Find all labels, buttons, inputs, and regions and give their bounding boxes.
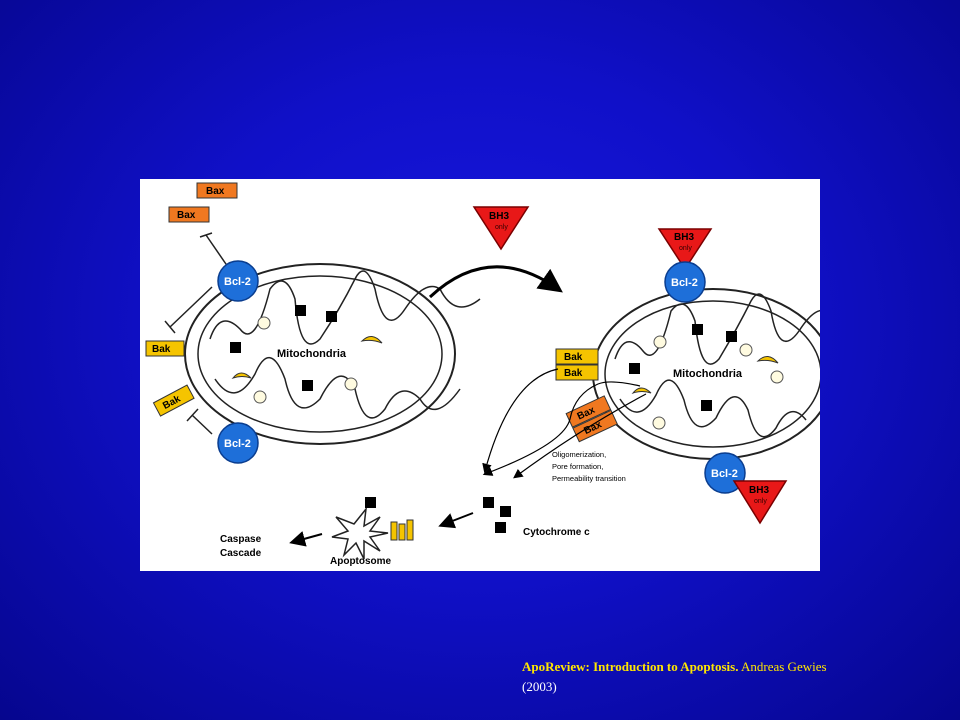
left-mito-label: Mitochondria xyxy=(277,348,347,360)
citation-year: (2003) xyxy=(522,679,557,694)
cytochrome-square xyxy=(483,497,494,508)
cytochrome-square xyxy=(692,324,703,335)
release-arrow xyxy=(482,368,559,474)
right-bh3-top: BH3 only xyxy=(657,228,713,271)
cytochrome-to-apoptosome-arrow xyxy=(438,512,474,529)
crescent-shape xyxy=(231,372,252,380)
bcl2-label: Bcl-2 xyxy=(224,438,251,450)
caspase-label-line: Caspase xyxy=(220,534,262,545)
right-bh3-bottom: BH3 only xyxy=(732,480,788,525)
left-bcl2-bottom: Bcl-2 xyxy=(217,422,259,464)
citation: ApoReview: Introduction to Apoptosis. An… xyxy=(522,657,912,697)
left-bax-group: Bax Bax xyxy=(168,182,238,223)
crescent-shape xyxy=(756,356,779,364)
left-bcl2-top: Bcl-2 xyxy=(217,260,259,302)
caspase-label-line: Cascade xyxy=(220,548,262,559)
cytochrome-square xyxy=(295,305,306,316)
pore-circle xyxy=(652,416,666,430)
bak-label: Bak xyxy=(152,344,171,355)
cytochrome-square xyxy=(500,506,511,517)
bax-protein xyxy=(168,206,210,223)
pore-circle xyxy=(344,377,358,391)
cytochrome-square xyxy=(495,522,506,533)
cytochrome-square xyxy=(302,380,313,391)
bh3-label: BH3 xyxy=(749,485,769,496)
left-bak-2: Bak xyxy=(152,384,195,417)
crescent-shape xyxy=(631,387,652,395)
cytochrome-c-group: Cytochrome c xyxy=(483,497,590,538)
bax-label: Bax xyxy=(177,210,196,221)
caspase-cascade-label: Caspase Cascade xyxy=(220,534,264,559)
diagram-svg: Mitochondria Bax Bax Bcl-2 Bcl-2 xyxy=(145,182,820,567)
bh3-only-center: BH3 only xyxy=(472,206,530,251)
bak-label: Bak xyxy=(564,352,583,363)
bh3-only-label: only xyxy=(754,498,767,505)
apoptosome-label: Apoptosome xyxy=(330,556,392,567)
citation-author: Andreas Gewies xyxy=(738,659,827,674)
pore-circle xyxy=(770,370,784,384)
inhibition-lines xyxy=(164,232,229,435)
right-bcl2-top: Bcl-2 xyxy=(664,261,706,303)
cytochrome-square xyxy=(230,342,241,353)
right-mitochondrion: Mitochondria xyxy=(592,288,820,460)
crescent-shape xyxy=(360,336,383,344)
apoptosome-to-caspase-arrow xyxy=(289,531,323,547)
cytochrome-square xyxy=(326,311,337,322)
pore-circle xyxy=(739,343,753,357)
pore-circle xyxy=(253,390,267,404)
transition-arrow xyxy=(428,265,563,299)
citation-title: ApoReview: Introduction to Apoptosis. xyxy=(522,659,739,674)
apoptosis-diagram: Mitochondria Bax Bax Bcl-2 Bcl-2 xyxy=(140,179,820,571)
bh3-label: BH3 xyxy=(674,232,694,243)
right-bax-pair: Bax Bax xyxy=(565,395,618,443)
bcl2-label: Bcl-2 xyxy=(711,468,738,480)
left-bak-1: Bak xyxy=(145,340,185,357)
cytochrome-square xyxy=(629,363,640,374)
process-note: Oligomerization, xyxy=(552,450,606,459)
cytochrome-square xyxy=(365,497,376,508)
cytochrome-square xyxy=(701,400,712,411)
process-note: Pore formation, xyxy=(552,462,603,471)
bh3-only-label: only xyxy=(495,224,508,231)
bax-protein xyxy=(196,182,238,199)
bh3-only-label: only xyxy=(679,245,692,252)
apoptosome: Apoptosome xyxy=(330,497,414,567)
bh3-label: BH3 xyxy=(489,211,509,222)
cytochrome-square xyxy=(726,331,737,342)
pore-circle xyxy=(257,316,271,330)
right-bak-pair: Bak Bak xyxy=(555,348,599,381)
release-arrow xyxy=(482,381,641,476)
release-arrow xyxy=(513,393,647,479)
bak-label: Bak xyxy=(564,368,583,379)
pore-circle xyxy=(653,335,667,349)
process-notes: Oligomerization, Pore formation, Permeab… xyxy=(552,450,626,483)
bcl2-label: Bcl-2 xyxy=(671,277,698,289)
right-mito-label: Mitochondria xyxy=(673,368,743,380)
bax-label: Bax xyxy=(206,186,225,197)
left-mitochondrion: Mitochondria xyxy=(184,263,481,445)
process-note: Permeability transition xyxy=(552,474,626,483)
cytochrome-c-label: Cytochrome c xyxy=(523,527,590,538)
bcl2-label: Bcl-2 xyxy=(224,276,251,288)
